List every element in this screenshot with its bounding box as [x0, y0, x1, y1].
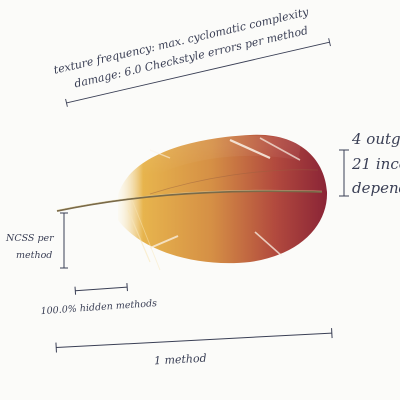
feather-barb-split — [229, 138, 271, 160]
texture-dimension-tick-right — [328, 38, 331, 47]
texture-dimension-tick-left — [65, 98, 68, 107]
ncss-label-line2: method — [16, 250, 52, 261]
right-annotation: 4 outgoing 21 incoming dependencies — [339, 130, 400, 197]
top-annotation: texture frequency: max. cyclomatic compl… — [52, 5, 331, 107]
ncss-label-line1: NCSS per — [5, 233, 55, 244]
hidden-methods-dimension-line — [75, 286, 128, 292]
length-annotation: 1 method — [55, 328, 333, 368]
outgoing-label: 4 outgoing — [351, 130, 400, 148]
feather-barb-split — [149, 235, 179, 249]
hidden-methods-label: 100.0% hidden methods — [40, 298, 157, 317]
hidden-methods-annotation: 100.0% hidden methods — [40, 283, 157, 317]
left-annotation: NCSS per method — [5, 212, 68, 269]
feather-shaft — [56, 190, 323, 212]
feather-barb-split — [259, 137, 301, 161]
dependencies-label: dependencies — [352, 179, 400, 197]
incoming-label: 21 incoming — [351, 155, 400, 173]
texture-dimension-line — [66, 41, 330, 104]
length-dimension-line — [56, 332, 332, 349]
feather-barb-split — [254, 231, 283, 257]
length-label: 1 method — [154, 352, 207, 368]
feather-glyph — [56, 134, 328, 271]
